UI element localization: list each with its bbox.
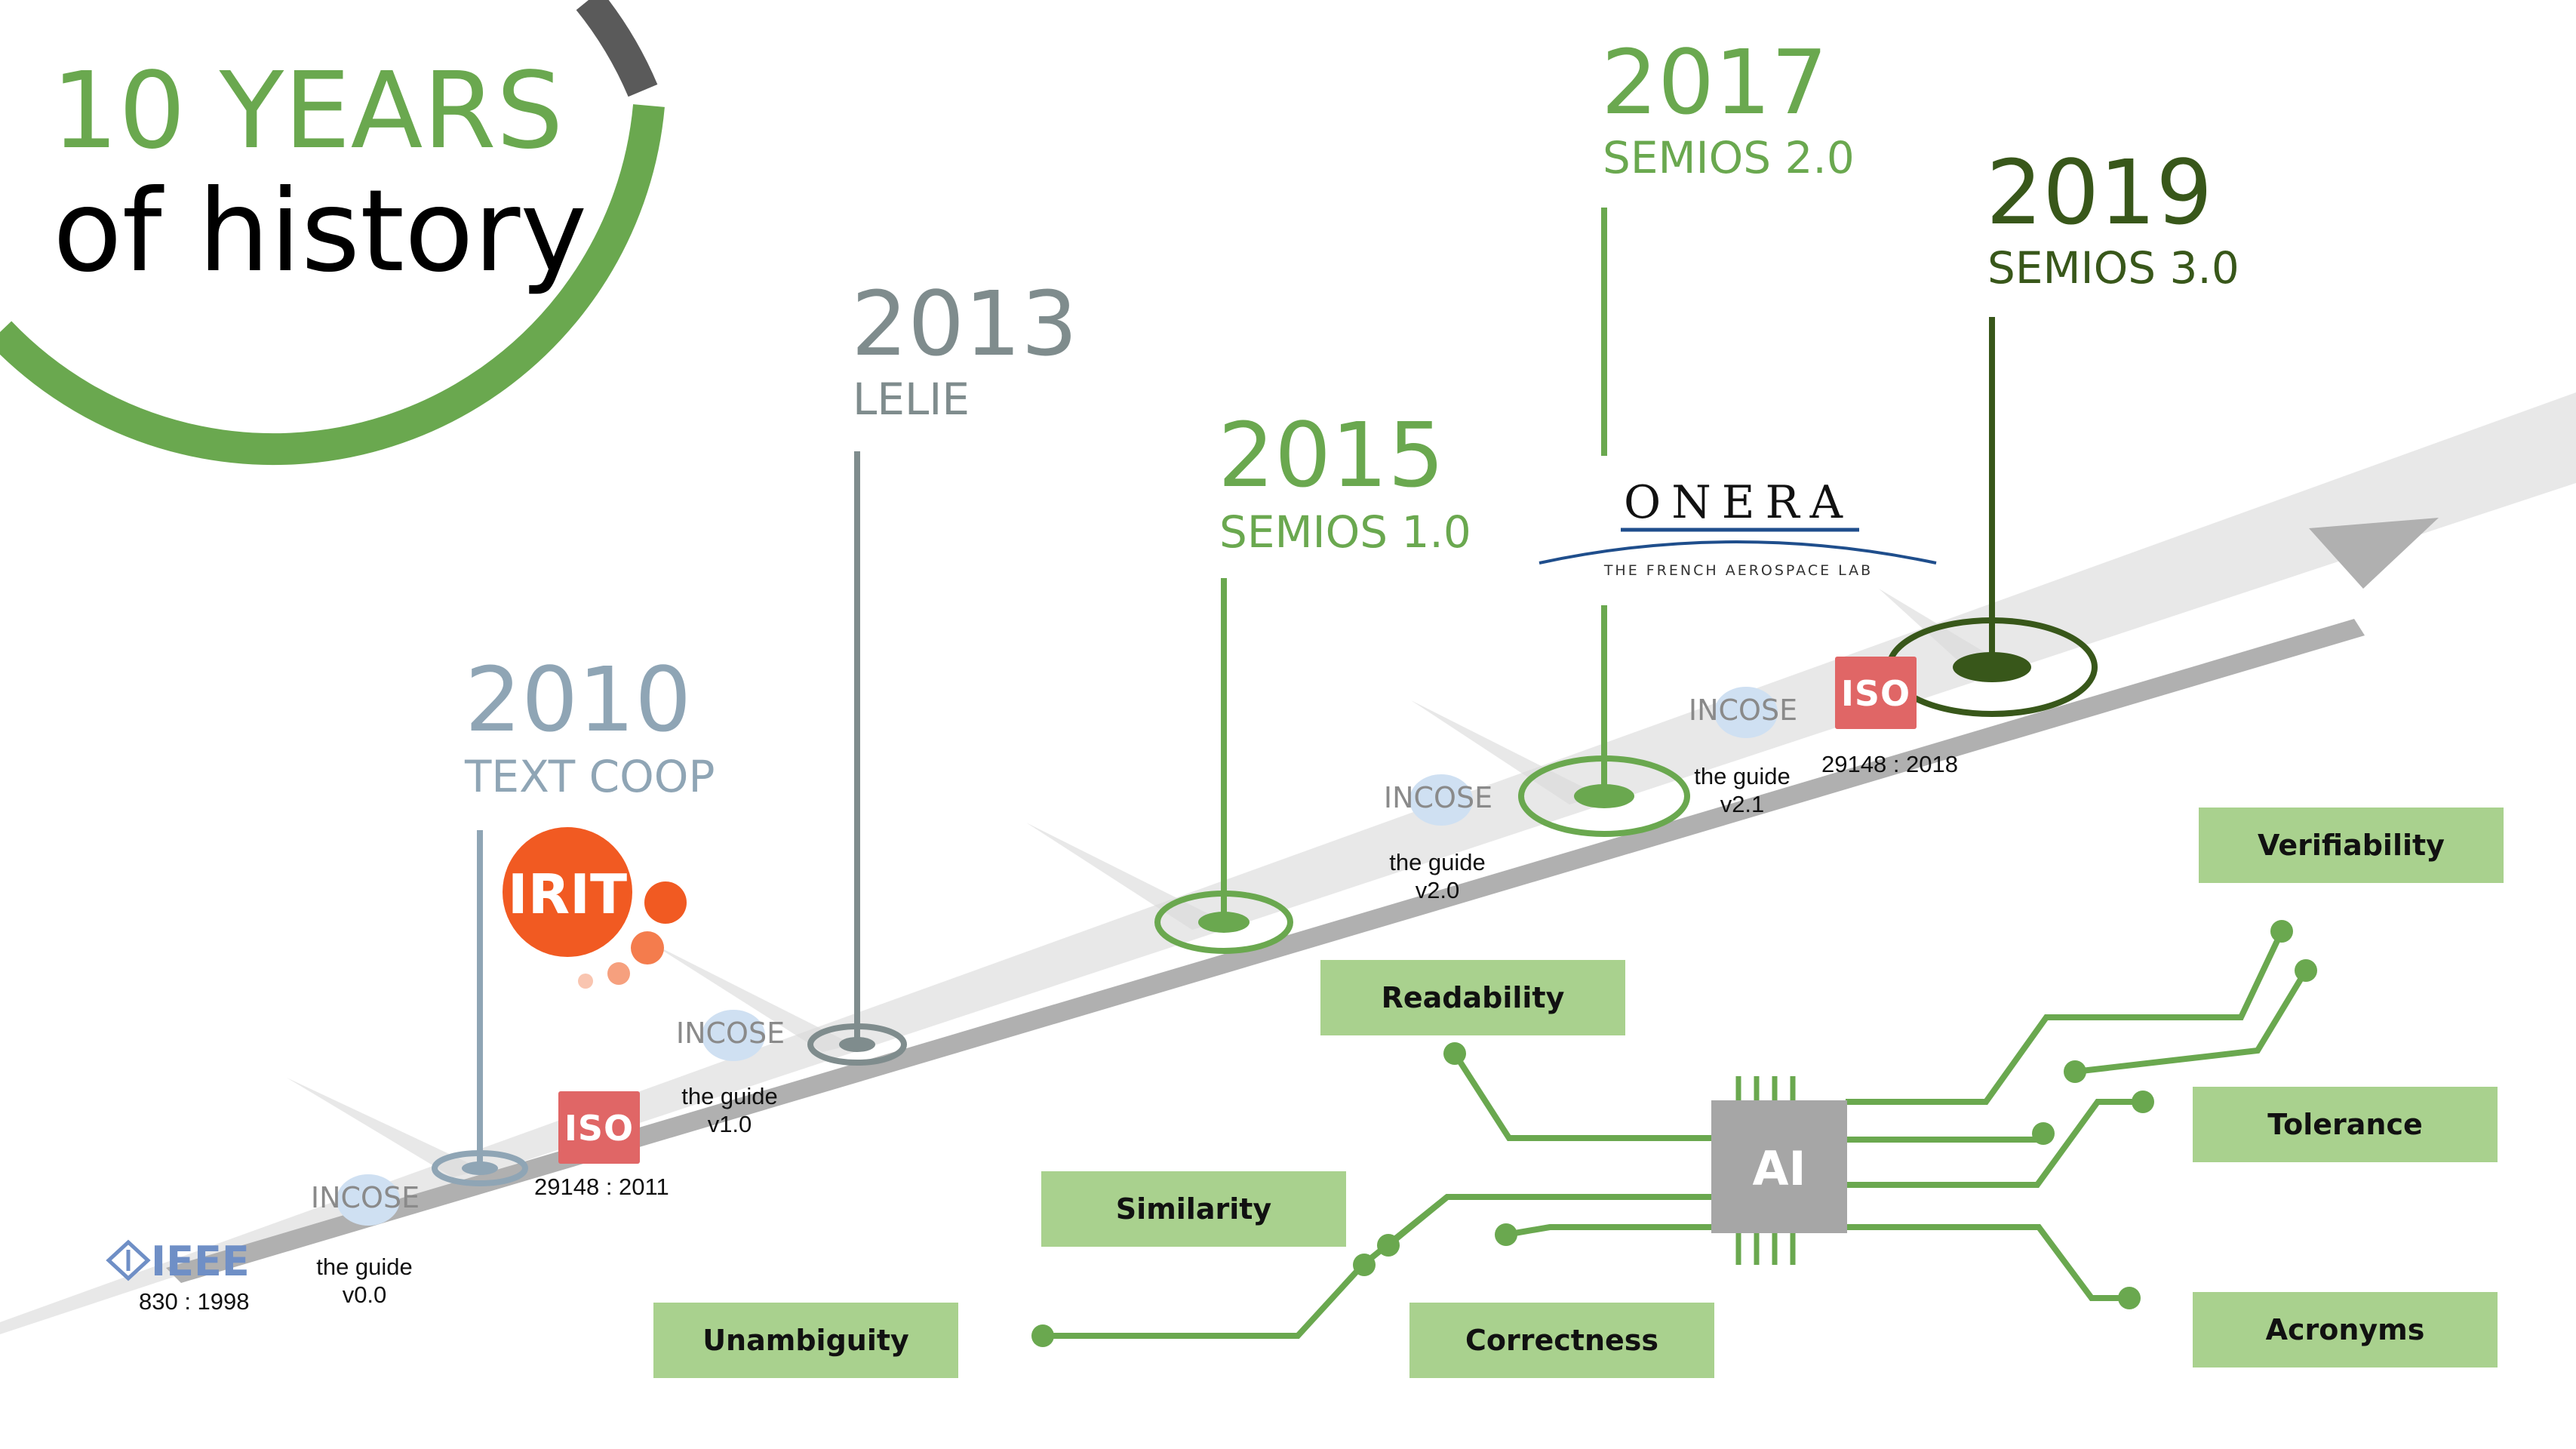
spotlight-2013 (649, 942, 853, 1052)
svg-text:INCOSE: INCOSE (311, 1181, 420, 1214)
milestone-dot-2013 (839, 1037, 875, 1052)
milestone-year-2019: 2019 (1986, 140, 2213, 245)
milestone-year-2013: 2013 (851, 272, 1078, 376)
title-line-1: 10 YEARS (51, 50, 564, 173)
quality-acronyms: Acronyms (2193, 1292, 2498, 1367)
incose-logo-v2: INCOSE (1384, 774, 1492, 826)
ieee-logo: IEEE (106, 1238, 250, 1285)
milestone-dot-2010 (462, 1161, 498, 1175)
quality-tolerance: Tolerance (2193, 1087, 2498, 1162)
quality-unambiguity: Unambiguity (653, 1303, 958, 1378)
quality-similarity: Similarity (1041, 1171, 1346, 1247)
spotlight-2010 (287, 1078, 483, 1177)
title-line-2: of history (53, 166, 588, 297)
timeline-arrow (166, 619, 2365, 1283)
irit-logo-text: IRIT (508, 863, 627, 926)
ai-chip: AI (1711, 1076, 1847, 1265)
milestone-name-2015: SEMIOS 1.0 (1219, 506, 1471, 558)
iso-logo-2018: ISO (1835, 657, 1917, 729)
onera-tagline: THE FRENCH AEROSPACE LAB (1603, 562, 1873, 579)
milestone-ring-2013 (807, 1023, 907, 1066)
iso-caption-2011: 29148 : 2011 (534, 1174, 669, 1200)
ieee-logo-text: IEEE (151, 1238, 250, 1285)
timeline-arrowhead (2309, 518, 2439, 589)
milestone-name-2017: SEMIOS 2.0 (1603, 132, 1855, 183)
incose-logo-v0: INCOSE (311, 1174, 420, 1226)
quality-correctness: Correctness (1409, 1303, 1714, 1378)
milestone-year-2017: 2017 (1601, 30, 1828, 134)
onera-name: ONERA (1624, 476, 1853, 529)
svg-text:INCOSE: INCOSE (1689, 694, 1797, 727)
onera-logo: ONERA THE FRENCH AEROSPACE LAB (1539, 476, 1937, 579)
ieee-caption: 830 : 1998 (139, 1288, 250, 1315)
milestone-ring-2015 (1154, 891, 1293, 954)
iso-caption-2018: 29148 : 2018 (1821, 751, 1959, 777)
milestone-dot-2017 (1574, 784, 1634, 808)
milestone-dot-2015 (1198, 912, 1250, 933)
incose-logo-v21: INCOSE (1689, 687, 1797, 738)
svg-text:INCOSE: INCOSE (1384, 781, 1492, 814)
milestone-name-2010: TEXT COOP (465, 751, 715, 802)
milestone-ring-2017 (1518, 755, 1690, 837)
title-ring-green (0, 104, 665, 466)
title-ring-gray (576, 0, 658, 97)
incose-logo-v1: INCOSE (676, 1010, 785, 1061)
milestone-ring-2010 (432, 1150, 528, 1186)
milestone-year-2015: 2015 (1218, 403, 1445, 507)
circuit-nodes (1031, 920, 2317, 1347)
milestone-name-2013: LELIE (853, 374, 970, 425)
milestone-dot-2019 (1953, 652, 2031, 682)
circuit-traces (1043, 930, 2309, 1339)
quality-verifiability: Verifiability (2199, 808, 2504, 883)
spotlight-2015 (1026, 823, 1222, 930)
svg-text:INCOSE: INCOSE (676, 1017, 785, 1050)
milestone-name-2019: SEMIOS 3.0 (1987, 242, 2239, 294)
quality-readability: Readability (1320, 960, 1625, 1035)
spotlight-2017 (1411, 700, 1600, 804)
milestone-year-2010: 2010 (465, 648, 692, 752)
ai-chip-label: AI (1752, 1141, 1806, 1196)
iso-logo-2011: ISO (558, 1091, 640, 1164)
irit-logo: IRIT (503, 827, 687, 989)
